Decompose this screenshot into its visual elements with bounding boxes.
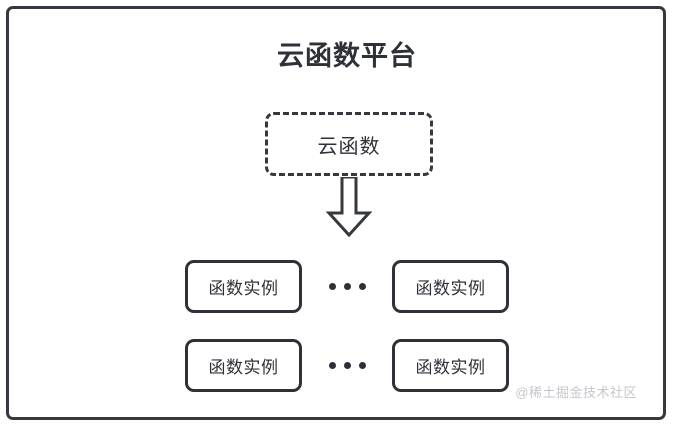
ellipsis-icon xyxy=(302,361,392,369)
ellipsis-dot xyxy=(358,361,366,369)
function-instance-label: 函数实例 xyxy=(415,357,486,377)
ellipsis-dot xyxy=(343,282,351,290)
ellipsis-dot xyxy=(343,361,351,369)
function-instance-box: 函数实例 xyxy=(185,338,302,392)
ellipsis-dot xyxy=(358,282,366,290)
instance-row-2: 函数实例 函数实例 xyxy=(9,338,676,392)
cloud-function-node: 云函数 xyxy=(265,112,433,176)
ellipsis-icon xyxy=(302,282,392,290)
page-title: 云函数平台 xyxy=(277,41,417,71)
ellipsis-dot xyxy=(328,282,336,290)
cloud-function-label: 云函数 xyxy=(317,135,381,158)
instance-row-1: 函数实例 函数实例 xyxy=(9,259,676,313)
cloud-function-platform-frame: 云函数平台 云函数 函数实例 函数实例 函数实例 xyxy=(6,6,666,420)
function-instance-label: 函数实例 xyxy=(208,357,279,377)
function-instance-box: 函数实例 xyxy=(185,259,302,313)
ellipsis-dot xyxy=(328,361,336,369)
function-instance-box: 函数实例 xyxy=(392,338,509,392)
function-instance-label: 函数实例 xyxy=(415,278,486,298)
function-instance-box: 函数实例 xyxy=(392,259,509,313)
arrow-down-block-icon xyxy=(323,175,375,238)
function-instance-label: 函数实例 xyxy=(208,278,279,298)
watermark: @稀土掘金技术社区 xyxy=(515,385,637,400)
